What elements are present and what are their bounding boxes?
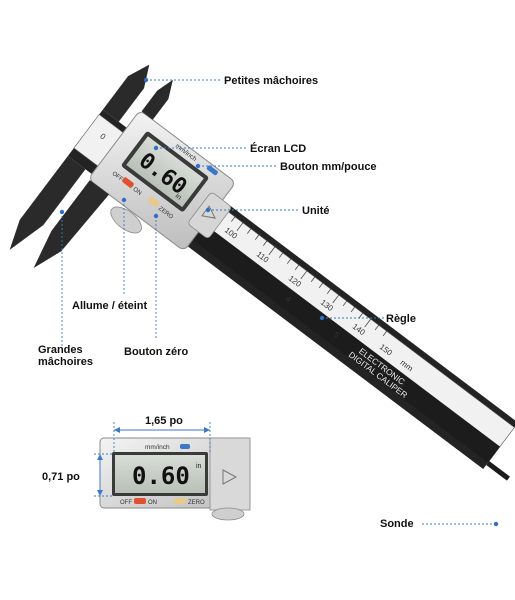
scale-number: 0 bbox=[98, 132, 107, 142]
detail-reading: 0.60 bbox=[132, 462, 190, 490]
mm-inch-button[interactable] bbox=[206, 165, 219, 176]
zero-button[interactable] bbox=[147, 196, 160, 208]
display-detail: 0.60 in mm/inch OFF ON ZERO 1,65 po 0,71… bbox=[42, 415, 251, 521]
callout-dots bbox=[59, 77, 499, 527]
label-unit: Unité bbox=[302, 205, 330, 217]
dot-power bbox=[121, 197, 127, 203]
label-large-jaws-line2: mâchoires bbox=[38, 356, 94, 368]
detail-off-label: OFF bbox=[120, 500, 132, 506]
label-large-jaws-line1: Grandes bbox=[38, 344, 83, 356]
detail-thumb-wheel bbox=[211, 507, 245, 521]
dot-mm-inch bbox=[195, 163, 201, 169]
ruler-lower-band bbox=[168, 205, 501, 463]
callout-lines bbox=[61, 79, 496, 525]
dot-probe bbox=[493, 521, 499, 527]
scale-inch-unit: in bbox=[396, 378, 406, 389]
thumb-wheel[interactable] bbox=[106, 202, 146, 238]
large-jaw-slider bbox=[33, 180, 109, 268]
width-dimension: 1,65 po bbox=[145, 415, 183, 427]
caliper-main: 0 10 90 100 110 120 130 140 150 mm 4 5 6… bbox=[9, 64, 515, 481]
detail-mode-label: mm/inch bbox=[145, 444, 170, 451]
dot-unit bbox=[205, 207, 211, 213]
lcd-unit: in bbox=[174, 193, 183, 202]
detail-unit: in bbox=[196, 463, 202, 470]
detail-zero-button[interactable] bbox=[174, 498, 186, 504]
depth-probe bbox=[486, 460, 510, 481]
detail-zero-label: ZERO bbox=[188, 500, 205, 506]
dot-small-jaws bbox=[143, 77, 149, 83]
small-jaw-fixed bbox=[102, 64, 150, 122]
scale-inch-number: 5 bbox=[332, 330, 341, 340]
label-probe: Sonde bbox=[380, 518, 414, 530]
label-zero: Bouton zéro bbox=[124, 346, 189, 358]
label-small-jaws: Petites mâchoires bbox=[224, 75, 319, 87]
dimension-lines bbox=[94, 422, 211, 497]
label-ruler: Règle bbox=[386, 313, 416, 325]
lock-block bbox=[188, 192, 231, 238]
dimension-arrowheads bbox=[97, 427, 210, 496]
scale-inch-number: 6 bbox=[380, 366, 389, 376]
detail-arrow-icon bbox=[222, 469, 238, 485]
dot-large-jaws bbox=[59, 209, 65, 215]
detail-lcd-screen bbox=[115, 455, 205, 493]
label-lcd: Écran LCD bbox=[250, 143, 307, 155]
label-power: Allume / éteint bbox=[72, 300, 148, 312]
detail-on-label: ON bbox=[148, 500, 157, 506]
dot-lcd bbox=[153, 145, 159, 151]
lcd-screen bbox=[126, 136, 204, 208]
dot-ruler bbox=[319, 315, 325, 321]
scale-inch-number: 4 bbox=[284, 294, 293, 304]
detail-mm-inch-button[interactable] bbox=[180, 444, 190, 449]
power-button[interactable] bbox=[121, 177, 134, 189]
small-jaw-slider bbox=[141, 79, 173, 120]
on-label: ON bbox=[131, 187, 142, 197]
height-dimension: 0,71 po bbox=[42, 471, 80, 483]
detail-power-button[interactable] bbox=[134, 498, 146, 504]
large-jaw-fixed bbox=[9, 156, 86, 250]
dot-zero bbox=[153, 213, 159, 219]
label-mm-inch: Bouton mm/pouce bbox=[280, 161, 377, 173]
slider-arrow-icon bbox=[201, 205, 217, 219]
